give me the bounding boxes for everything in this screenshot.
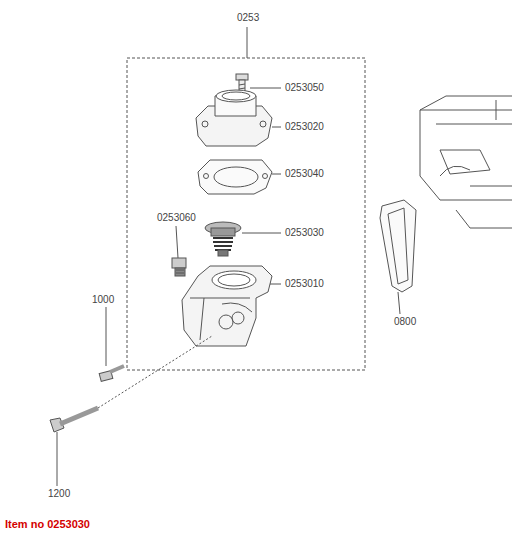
callout-number: 0253060 — [156, 212, 197, 224]
callout-number: 0253030 — [284, 227, 325, 239]
illustration — [50, 27, 512, 486]
assembly-box — [127, 58, 365, 370]
callout-number: 1000 — [91, 294, 115, 306]
callout-number: 0253040 — [284, 168, 325, 180]
callout-number: 0253050 — [284, 82, 325, 94]
caption: Item no 0253030 — [5, 518, 90, 531]
callout-number: 0800 — [393, 316, 417, 328]
callout-number: 0253020 — [284, 121, 325, 133]
callout-number: 1200 — [47, 488, 71, 500]
callout-number: 0253 — [236, 12, 260, 24]
callout-number: 0253010 — [284, 278, 325, 290]
